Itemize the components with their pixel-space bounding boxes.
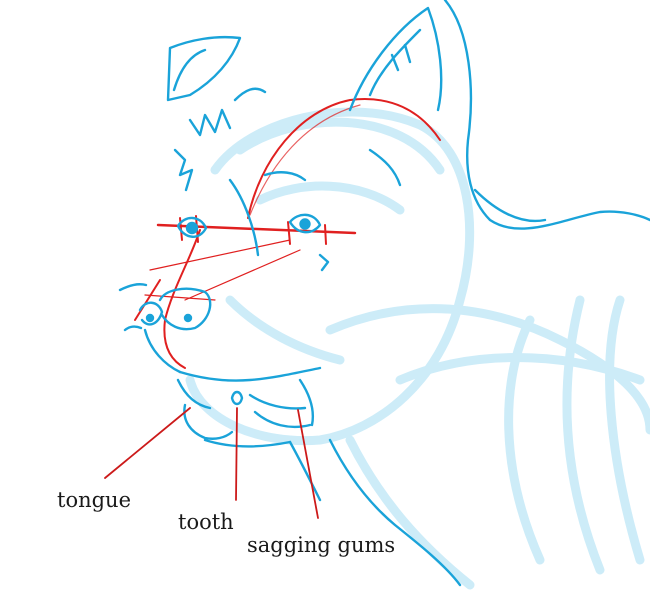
gums-leader-line — [297, 409, 319, 519]
tongue-leader-line — [104, 407, 191, 479]
annotation-leader-lines — [104, 407, 319, 519]
tongue-label: tongue — [57, 488, 132, 512]
tooth-leader-line — [235, 407, 238, 501]
sagging-gums-label: sagging gums — [247, 533, 396, 557]
light-construction-layer — [185, 107, 650, 590]
tooth-label: tooth — [178, 510, 234, 534]
blue-sketch-lines — [118, 0, 650, 587]
